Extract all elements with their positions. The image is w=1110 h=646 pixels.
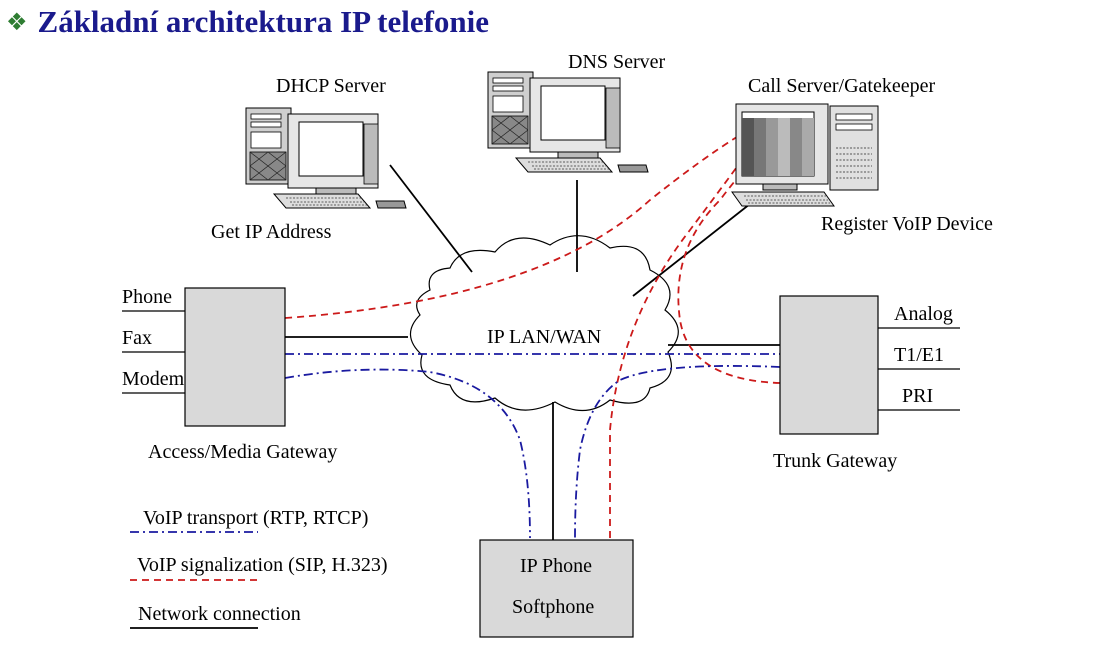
legend-label-signalization: VoIP signalization (SIP, H.323) bbox=[137, 554, 388, 576]
four-diamond-bullet-icon: ❖ bbox=[6, 8, 28, 36]
dhcp-link bbox=[389, 164, 473, 273]
ip-phone: IP Phone Softphone bbox=[479, 539, 634, 638]
port-label-modem: Modem bbox=[122, 368, 185, 390]
legend-item-signalization: VoIP signalization (SIP, H.323) bbox=[130, 554, 388, 581]
softphone-label: Softphone bbox=[512, 596, 594, 618]
signal-access-to-callserver bbox=[284, 134, 741, 319]
access-gateway: Phone Fax Modem Access/Media Gateway bbox=[122, 286, 337, 463]
network-connections bbox=[285, 164, 780, 540]
legend-item-network: Network connection bbox=[130, 603, 301, 629]
port-label-phone: Phone bbox=[122, 286, 172, 308]
access-gateway-box bbox=[184, 287, 286, 427]
desktop-computer-icon bbox=[487, 71, 649, 173]
page-title: Základní architektura IP telefonie bbox=[37, 4, 490, 39]
port-label-fax: Fax bbox=[122, 327, 152, 349]
trunk-gateway-box bbox=[779, 295, 879, 435]
access-gateway-label: Access/Media Gateway bbox=[148, 441, 337, 463]
trunk-gateway-label: Trunk Gateway bbox=[773, 450, 897, 472]
legend-label-network: Network connection bbox=[138, 603, 301, 625]
dns-server-label: DNS Server bbox=[568, 51, 666, 73]
legend: VoIP transport (RTP, RTCP) VoIP signaliz… bbox=[130, 507, 388, 629]
cloud-icon bbox=[409, 235, 679, 412]
ip-phone-box bbox=[479, 539, 634, 638]
cloud-label: IP LAN/WAN bbox=[487, 326, 601, 348]
trunk-gateway: Analog T1/E1 PRI Trunk Gateway bbox=[773, 295, 960, 472]
get-ip-address-caption: Get IP Address bbox=[211, 221, 332, 243]
transport-trunk-to-ipphone bbox=[574, 365, 781, 539]
server-computer-icon bbox=[731, 103, 879, 207]
transport-paths bbox=[284, 353, 781, 539]
signal-trunk-to-callserver bbox=[677, 169, 781, 384]
port-label-pri: PRI bbox=[902, 385, 933, 407]
call-server-label: Call Server/Gatekeeper bbox=[748, 75, 935, 97]
port-label-t1e1: T1/E1 bbox=[894, 344, 944, 366]
dhcp-server: DHCP Server Get IP Address bbox=[211, 75, 407, 243]
port-label-analog: Analog bbox=[894, 303, 953, 325]
legend-label-transport: VoIP transport (RTP, RTCP) bbox=[143, 507, 368, 529]
register-voip-device-caption: Register VoIP Device bbox=[821, 213, 993, 235]
callserver-link bbox=[632, 199, 756, 297]
dhcp-server-label: DHCP Server bbox=[276, 75, 386, 97]
transport-access-to-ipphone bbox=[284, 368, 531, 539]
title-bar: ❖ Základní architektura IP telefonie bbox=[6, 2, 489, 42]
ip-phone-label: IP Phone bbox=[520, 555, 592, 577]
desktop-computer-icon bbox=[245, 107, 407, 209]
call-server: Call Server/Gatekeeper Register VoIP Dev… bbox=[731, 75, 993, 235]
legend-item-transport: VoIP transport (RTP, RTCP) bbox=[130, 507, 368, 533]
signalization-paths bbox=[284, 134, 781, 538]
dns-server: DNS Server bbox=[487, 51, 666, 173]
